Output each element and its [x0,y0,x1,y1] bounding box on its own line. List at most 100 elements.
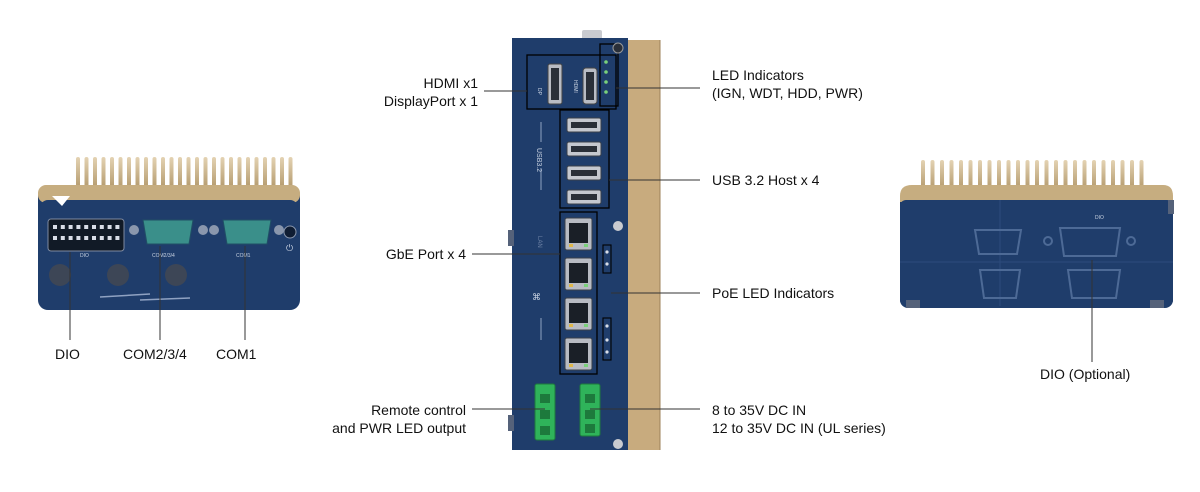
dio-pin [68,225,73,229]
poe-led-dot [605,350,609,354]
knockout-upper-right [1058,227,1122,257]
terminal-pin [540,426,550,435]
gbe-port-led [569,284,573,287]
callout-com1: COM1 [216,346,257,362]
antenna-hole [165,264,187,286]
callout-led-line1: LED Indicators [712,67,804,83]
gbe-port-led [584,244,588,247]
gbe-ports [564,217,593,371]
dio-pin [60,236,65,240]
terminal-pin [540,394,550,403]
antenna-hole [49,264,71,286]
panel-label-usb: USB3.2 [535,148,542,172]
led-dots [604,60,608,94]
antenna-hole [107,264,129,286]
callout-remote: Remote control and PWR LED output [300,401,466,437]
dio-pin [76,236,81,240]
terminal-pin [585,394,595,403]
callout-dio: DIO [55,346,80,362]
usb-port-slot [571,194,597,200]
com234-connector [142,219,194,245]
poe-led-box-lower [602,317,612,361]
right-panel-label-dio: DIO [1095,215,1104,221]
callout-usb: USB 3.2 Host x 4 [712,172,820,188]
terminal-pin [540,410,550,419]
dio-pin [92,236,96,240]
dio-pin [99,236,104,240]
poe-led-dot [605,338,609,342]
usb-port-slot [571,170,597,176]
gbe-port-led [584,324,588,327]
gbe-port-socket [569,343,588,363]
gbe-port-socket [569,263,588,283]
callout-dio-optional: DIO (Optional) [1040,366,1131,382]
callout-poe: PoE LED Indicators [712,285,835,301]
callout-hdmi-dp: HDMI x1 DisplayPort x 1 [344,74,478,110]
led-indicator-box [599,43,619,107]
left-panel-label-com1: COM1 [236,253,251,259]
usb-highlight-box [559,109,610,209]
gbe-port-led [584,284,588,287]
dio-pin [84,236,89,240]
callout-remote-line2: and PWR LED output [332,420,466,436]
terminal-pin [585,410,595,419]
logo-chevron-icon [52,196,70,206]
poe-led-box-upper [602,244,612,274]
left-device: ⏻ DIO COM2/3/4 COM1 [38,157,300,340]
power-icon: ⏻ [286,243,293,254]
dio-pin [84,225,89,229]
led-dot [604,90,608,94]
left-device-top-band [38,185,300,203]
right-device: DIO [900,160,1174,362]
gbe-port-socket [569,303,588,323]
gbe-port-led [584,364,588,367]
gbe-port-led [569,364,573,367]
poe-led-dot [605,250,609,254]
panel-label-lan: LAN [536,236,542,248]
left-panel-label-dio: DIO [80,253,89,259]
callout-hdmi-line1: HDMI x1 [423,75,478,91]
network-icon: ⌘ [532,293,541,303]
dio-pin [107,225,112,229]
usb-ports [566,117,602,205]
power-button [283,225,297,239]
led-dot [604,60,608,64]
dio-pin [60,225,65,229]
terminal-pin [585,424,595,433]
gbe-highlight-box [559,211,598,375]
knockout-upper-left [973,229,1023,255]
dio-pin [92,225,96,229]
poe-led-dot [605,262,609,266]
dio-connector-pins [53,225,120,240]
dio-connector [47,218,125,252]
terminal-pins [540,394,595,435]
callout-dcin-line2: 12 to 35V DC IN (UL series) [712,420,886,436]
gbe-port-socket [569,223,588,243]
dio-pin [53,225,57,229]
callout-led-line2: (IGN, WDT, HDD, PWR) [712,85,863,101]
knockout-lower-right [1066,269,1122,299]
callout-led: LED Indicators (IGN, WDT, HDD, PWR) [712,66,863,102]
gbe-port-led [569,324,573,327]
poe-leds [605,250,609,354]
callout-gbe: GbE Port x 4 [385,246,466,262]
panel-label-dp: DP [536,88,542,96]
hdmi-dp-highlight-box [526,54,617,110]
dio-pin [99,225,104,229]
callout-dcin-line1: 8 to 35V DC IN [712,402,807,418]
panel-label-hdmi: HDMI [572,80,578,93]
dio-pin [107,236,112,240]
gbe-port-led [569,244,573,247]
left-panel-label-com234: COM2/3/4 [152,253,175,259]
callout-hdmi-line2: DisplayPort x 1 [383,93,478,109]
poe-led-dot [605,324,609,328]
dio-pin [115,236,120,240]
dio-pin [115,225,120,229]
usb-port-slot [571,122,597,128]
callout-remote-line1: Remote control [371,402,466,418]
dio-pin [68,236,73,240]
com1-connector [222,219,272,245]
led-dot [604,70,608,74]
callout-com234: COM2/3/4 [123,346,187,362]
